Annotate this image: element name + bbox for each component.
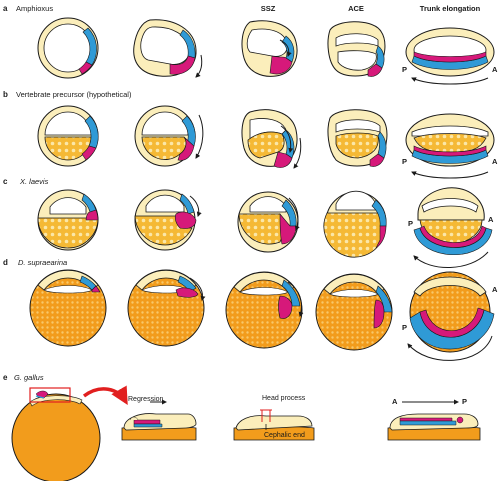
head-process-label: Head process [262, 395, 306, 402]
row-d-stage-trunk: P A [402, 271, 498, 361]
row-b-stage-1 [37, 105, 99, 167]
row-c-posterior-label: P [408, 219, 413, 228]
row-b-stage-2 [134, 105, 204, 167]
row-a-label: Amphioxus [16, 4, 53, 13]
row-d-label: D. supraearina [18, 258, 67, 267]
row-b-stage-ace [327, 109, 388, 167]
cephalic-end-label: Cephalic end [264, 432, 305, 439]
regression-label: Regression [128, 396, 164, 403]
row-d-stage-2 [127, 269, 206, 347]
row-e-label: G. gallus [14, 373, 44, 382]
row-d-stage-ssz [225, 271, 304, 349]
row-a-anterior-label: A [492, 65, 498, 74]
row-c-stage-2 [134, 189, 202, 251]
row-c-label: X. laevis [19, 177, 49, 186]
row-d-anterior-label: A [492, 285, 498, 294]
row-a-stage-ace [327, 21, 386, 77]
chick-posterior-label: P [462, 397, 467, 406]
row-a-stage-1 [37, 17, 99, 79]
chick-stage-regression: Regression [121, 396, 197, 441]
chick-stage-head-process: Head process Cephalic end [233, 395, 315, 441]
row-c: c X. laevis [3, 177, 494, 268]
row-b-anterior-label: A [492, 157, 498, 166]
row-c-stage-ssz [237, 191, 300, 253]
row-b-stage-trunk: P A [402, 113, 498, 179]
chick-zoom-box [29, 387, 71, 403]
row-d-posterior-label: P [402, 323, 407, 332]
row-a-stage-trunk: P A [402, 27, 498, 85]
row-c-stage-1 [37, 189, 99, 251]
row-e: e G. gallus Regression Head process [3, 373, 481, 481]
row-b-posterior-label: P [402, 157, 407, 166]
row-c-stage-ace [323, 190, 387, 258]
row-b: b Vertebrate precursor (hypothetical) [3, 90, 498, 179]
row-d-letter: d [3, 258, 8, 267]
chick-anterior-label: A [392, 397, 398, 406]
row-b-stage-ssz [241, 109, 302, 169]
row-c-stage-trunk: P A [408, 187, 494, 268]
row-a-letter: a [3, 4, 8, 13]
row-e-letter: e [3, 373, 8, 382]
column-header-trunk-elongation: Trunk elongation [420, 4, 481, 13]
row-a: a Amphioxus [3, 4, 498, 85]
row-b-label: Vertebrate precursor (hypothetical) [16, 90, 132, 99]
chick-stage-axis: A P [387, 397, 481, 441]
row-a-stage-ssz [241, 20, 298, 77]
row-b-letter: b [3, 90, 8, 99]
row-d-stage-ace [315, 273, 393, 351]
column-header-ace: ACE [348, 4, 364, 13]
row-a-stage-2 [133, 19, 203, 78]
row-c-anterior-label: A [488, 215, 494, 224]
column-header-ssz: SSZ [261, 4, 276, 13]
row-c-letter: c [3, 177, 8, 186]
chick-yolk [11, 385, 128, 481]
zoom-arrow [82, 385, 128, 406]
row-d-stage-1 [29, 269, 107, 347]
row-d: d D. supraearina [3, 258, 498, 361]
row-a-posterior-label: P [402, 65, 407, 74]
